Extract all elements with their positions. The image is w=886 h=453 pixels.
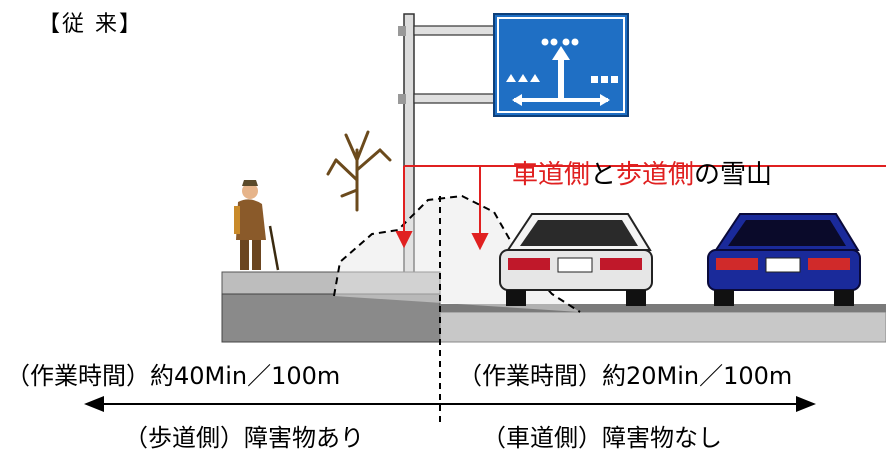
banner-title: 車道側と歩道側の雪山 — [512, 154, 772, 191]
banner-sidewalk: 歩道側 — [616, 160, 695, 190]
snow-arrows — [395, 165, 886, 251]
sign-pole — [398, 13, 497, 297]
work-time-left: （作業時間）約40Min／100m — [6, 362, 341, 390]
tree-icon — [326, 130, 392, 212]
car-icon — [707, 213, 861, 306]
banner-snowpile: の雪山 — [694, 160, 773, 190]
banner-and: と — [590, 160, 617, 190]
car-icon — [499, 213, 653, 306]
obstacle-right: （車道側）障害物なし — [482, 424, 722, 452]
banner-roadside: 車道側 — [512, 160, 591, 190]
header-label: 【従 来】 — [38, 12, 143, 37]
pedestrian-icon — [234, 180, 280, 271]
road — [439, 304, 886, 343]
work-time-right: （作業時間）約20Min／100m — [458, 362, 793, 390]
obstacle-left: （歩道側）障害物あり — [124, 424, 364, 452]
road-sign-icon — [493, 13, 629, 117]
span-arrow — [84, 396, 816, 412]
